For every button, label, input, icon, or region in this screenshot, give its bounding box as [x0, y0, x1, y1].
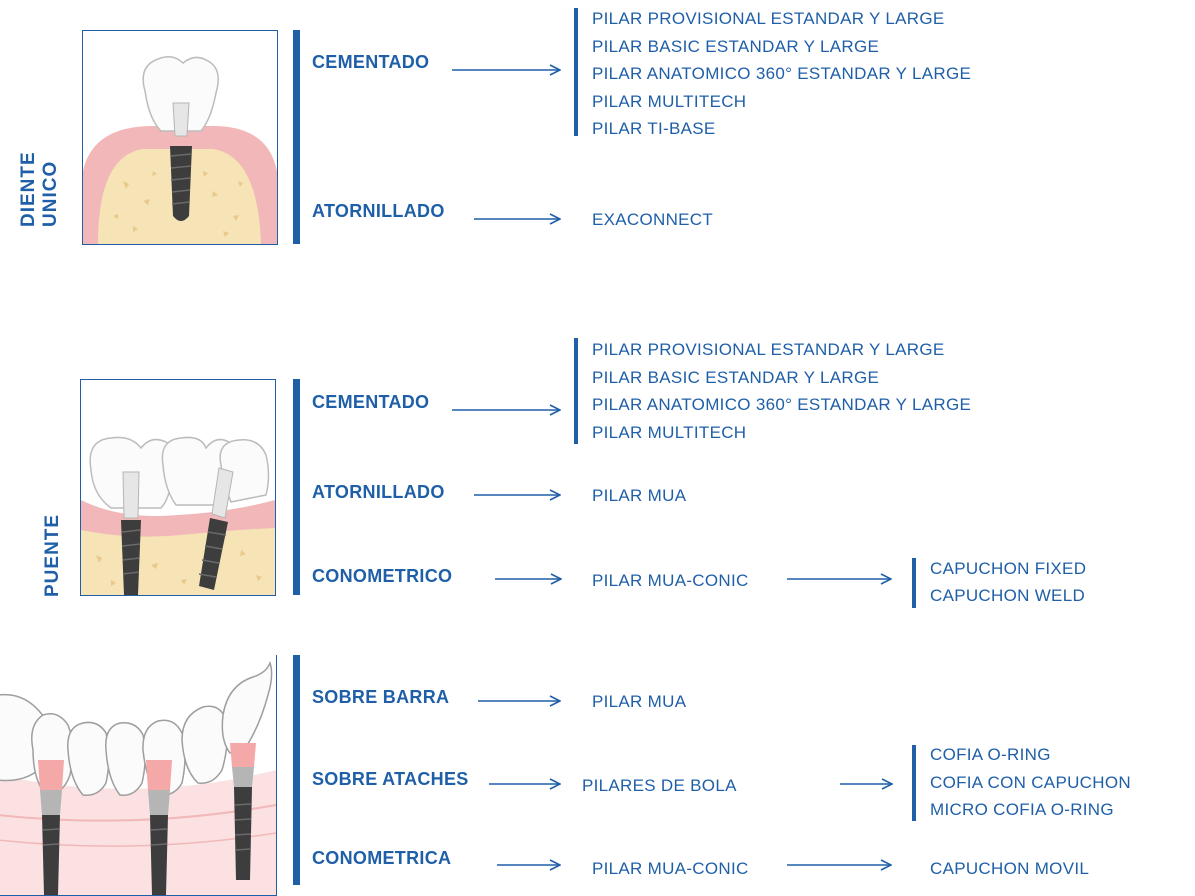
bridge-conometrico-item: PILAR MUA-CONIC [592, 571, 749, 590]
list-item: PILAR TI-BASE [592, 119, 716, 138]
bridge-conometrico-sub-arrow-icon [787, 572, 895, 586]
bridge-implant-illustration [81, 436, 275, 595]
single-tooth-implant-illustration [83, 56, 277, 244]
overdenture-image [0, 655, 277, 896]
single-cementado-list: PILAR PROVISIONAL ESTANDAR Y LARGE PILAR… [592, 5, 971, 143]
overdenture-conometrica-item: PILAR MUA-CONIC [592, 859, 749, 878]
list-item: MICRO COFIA O-RING [930, 800, 1114, 819]
bridge-conometrico-label: CONOMETRICO [312, 566, 453, 586]
bridge-atornillado-label: ATORNILLADO [312, 482, 445, 502]
overdenture-sobre-ataches-sub-list: COFIA O-RING COFIA CON CAPUCHON MICRO CO… [930, 741, 1131, 824]
single-atornillado-label: ATORNILLADO [312, 201, 445, 221]
overdenture-conometrica-sub-item: CAPUCHON MOVIL [930, 859, 1090, 878]
bridge-cementado-arrow-icon [452, 403, 562, 417]
list-item: PILAR ANATOMICO 360° ESTANDAR Y LARGE [592, 395, 972, 414]
overdenture-conometrica-arrow-icon [497, 858, 564, 872]
list-item: PILAR BASIC ESTANDAR Y LARGE [592, 367, 880, 387]
section-label-puente: PUENTE [42, 513, 63, 597]
single-tooth-image [82, 30, 278, 245]
overdenture-divider-bar [293, 655, 300, 885]
list-item: PILAR PROVISIONAL ESTANDAR Y LARGE [592, 340, 945, 359]
overdenture-sobre-barra-item: PILAR MUA [592, 692, 687, 711]
single-cementado-list-bar [574, 8, 578, 136]
overdenture-sobre-ataches-sub-arrow-icon [840, 777, 896, 791]
bridge-cementado-list: PILAR PROVISIONAL ESTANDAR Y LARGE PILAR… [592, 336, 971, 446]
section-label-diente-unico: DIENTE UNICO [18, 151, 61, 227]
list-item: CAPUCHON FIXED [930, 559, 1087, 578]
list-item: PILAR MULTITECH [592, 422, 747, 442]
bridge-atornillado-item: PILAR MUA [592, 486, 687, 505]
single-divider-bar [293, 30, 300, 244]
bridge-cementado-list-bar [574, 338, 578, 444]
overdenture-sobre-barra-arrow-icon [478, 694, 564, 708]
list-item: PILAR BASIC ESTANDAR Y LARGE [592, 36, 880, 56]
overdenture-conometrica-label: CONOMETRICA [312, 848, 452, 868]
overdenture-sobre-barra-label: SOBRE BARRA [312, 687, 450, 707]
bridge-atornillado-arrow-icon [474, 488, 564, 502]
bridge-cementado-label: CEMENTADO [312, 392, 430, 412]
overdenture-conometrica-sub-arrow-icon [787, 858, 895, 872]
list-item: COFIA CON CAPUCHON [930, 772, 1131, 792]
single-cementado-label: CEMENTADO [312, 52, 430, 72]
bridge-image [80, 379, 276, 596]
bridge-divider-bar [293, 379, 300, 595]
single-atornillado-item: EXACONNECT [592, 210, 714, 229]
list-item: PILAR ANATOMICO 360° ESTANDAR Y LARGE [592, 64, 972, 83]
bridge-conometrico-sub-list: CAPUCHON FIXED CAPUCHON WELD [930, 555, 1086, 609]
overdenture-sobre-ataches-arrow-icon [489, 777, 564, 791]
bridge-conometrico-arrow-icon [495, 572, 565, 586]
single-cementado-arrow-icon [452, 63, 562, 77]
overdenture-sobre-ataches-label: SOBRE ATACHES [312, 769, 469, 789]
list-item: COFIA O-RING [930, 745, 1051, 764]
list-item: PILAR MULTITECH [592, 91, 747, 111]
list-item: PILAR PROVISIONAL ESTANDAR Y LARGE [592, 9, 945, 28]
overdenture-implant-illustration [0, 660, 276, 895]
list-item: CAPUCHON WELD [930, 586, 1086, 605]
bridge-conometrico-sub-bar [912, 558, 916, 608]
single-atornillado-arrow-icon [474, 212, 564, 226]
overdenture-sobre-ataches-item: PILARES DE BOLA [582, 776, 737, 795]
overdenture-sobre-ataches-sub-bar [912, 745, 916, 821]
